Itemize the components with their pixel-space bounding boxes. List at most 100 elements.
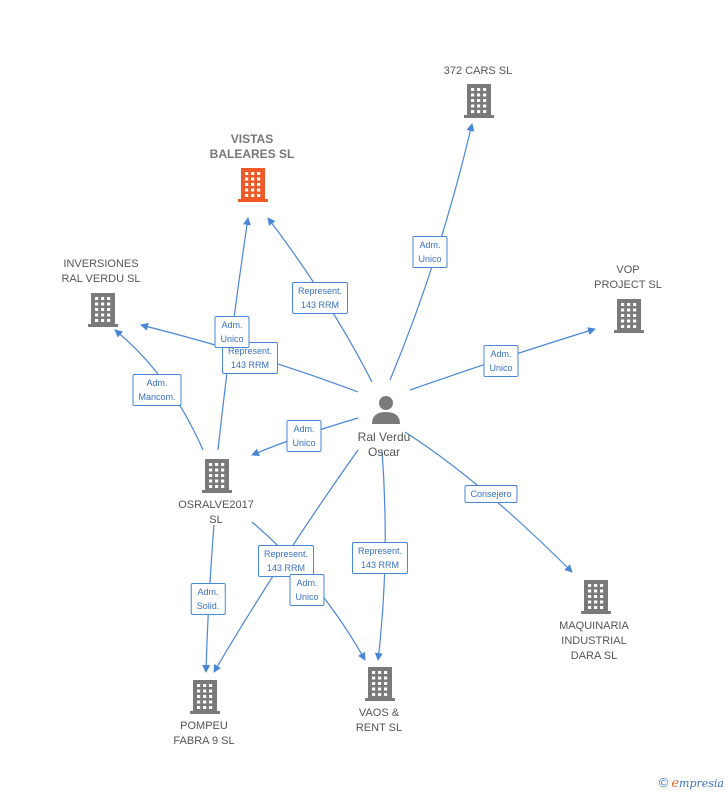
edge-label[interactable]: Adm. Solid. [190, 583, 226, 615]
building-window [483, 110, 487, 113]
edge-label[interactable]: Adm. Unico [289, 574, 325, 606]
building-window [588, 595, 592, 598]
building-window [95, 319, 99, 322]
node-label-line: Oscar [367, 445, 401, 459]
building-window [101, 313, 105, 317]
edge-label[interactable]: Adm. Unico [412, 236, 448, 268]
building-window [107, 313, 111, 317]
building-window [245, 177, 249, 181]
edge-label[interactable]: Adm. Unico [214, 316, 250, 348]
building-window [101, 319, 105, 322]
node-maquinaria[interactable]: MAQUINARIA INDUSTRIAL DARA SL [559, 619, 629, 664]
building-window [95, 313, 99, 317]
copyright-icon: © [658, 775, 669, 790]
building-window [203, 689, 207, 693]
edge-label[interactable]: Adm. Mancom. [132, 374, 182, 406]
node-vop-project[interactable]: VOP PROJECT SL [594, 263, 662, 293]
building-window [95, 302, 99, 306]
building-window [221, 479, 225, 483]
node-label-line: PROJECT SL [594, 279, 662, 291]
building-window [594, 589, 598, 593]
node-osralve[interactable]: OSRALVE2017 SL [178, 498, 254, 528]
building-window [471, 93, 475, 97]
building-window [245, 194, 249, 197]
edge-label-line: Unico [418, 254, 442, 264]
building-window [209, 479, 213, 483]
edge-label-line: Represent. [357, 546, 403, 556]
edge-label-line: Adm. [221, 320, 243, 330]
edge-label-line: Mancom. [138, 392, 176, 402]
building-window [477, 93, 481, 97]
edge-label-line: Consejero [470, 489, 512, 499]
building-window [621, 314, 625, 317]
node-label-line: INVERSIONES [63, 258, 139, 270]
building-window [197, 700, 201, 704]
node-label-line: INDUSTRIAL [561, 635, 627, 647]
building-window [378, 687, 382, 691]
edge-label-line: Unico [292, 438, 316, 448]
building-window [209, 463, 213, 466]
edge-label-line: Unico [489, 363, 513, 373]
edge-label-line: 143 RRM [360, 560, 399, 570]
building-window [471, 104, 475, 108]
brand-footer[interactable]: ©empresia [659, 775, 724, 791]
building-window [215, 468, 219, 472]
building-window [251, 188, 255, 192]
edge-label[interactable]: Represent. 143 RRM [291, 282, 349, 314]
node-inversiones[interactable]: INVERSIONES RAL VERDU SL [61, 257, 140, 287]
edge-label-line: Adm. [490, 349, 512, 359]
building-window [209, 706, 213, 709]
building-window [600, 595, 604, 598]
building-window [483, 104, 487, 108]
node-vaos-rent[interactable]: VAOS & RENT SL [356, 706, 402, 736]
edge-label-line: Unico [220, 334, 244, 344]
edge-label[interactable]: Consejero [464, 485, 518, 503]
node-label-line: RENT SL [355, 722, 403, 734]
building-window [203, 700, 207, 704]
building-window [378, 671, 382, 674]
node-pompeu[interactable]: POMPEU FABRA 9 SL [173, 719, 234, 749]
building-window [600, 589, 604, 593]
building-window [600, 600, 604, 604]
building-window [378, 693, 382, 696]
building-window [209, 700, 213, 704]
building-window [95, 308, 99, 311]
building-window [477, 88, 481, 91]
building-window [215, 485, 219, 488]
building-window [588, 584, 592, 587]
building-window [372, 682, 376, 685]
building-window [633, 308, 637, 312]
building-window [372, 671, 376, 674]
node-372-cars[interactable]: 372 CARS SL [444, 64, 512, 79]
edge-label[interactable]: Adm. Unico [286, 420, 322, 452]
building-window [257, 172, 261, 175]
edge-label[interactable]: Adm. Unico [483, 345, 519, 377]
edge-label[interactable]: Represent. 143 RRM [257, 545, 315, 577]
building-window [600, 584, 604, 587]
node-ral-verdu[interactable]: Ral Verdu Oscar [358, 430, 411, 460]
edge-label-line: Adm. [197, 587, 219, 597]
building-window [245, 188, 249, 192]
building-window [197, 689, 201, 693]
building-window [251, 194, 255, 197]
edge-label[interactable]: Represent. 143 RRM [351, 542, 409, 574]
edge-label-line: Adm. [419, 240, 441, 250]
edge-label-line: 143 RRM [230, 360, 269, 370]
edge-label-line: 143 RRM [300, 300, 339, 310]
building-window [215, 474, 219, 477]
node-label-line: VISTAS [230, 132, 274, 146]
building-window [594, 584, 598, 587]
building-window [107, 319, 111, 322]
building-window [215, 463, 219, 466]
node-label-line: VOP [616, 264, 640, 276]
building-window [471, 99, 475, 102]
edge-label-line: Represent. [227, 346, 273, 356]
node-vistas-baleares[interactable]: VISTAS BALEARES SL [210, 132, 295, 162]
building-window [372, 693, 376, 696]
building-window [378, 676, 382, 680]
building-window [594, 600, 598, 604]
edge-label-line: 143 RRM [266, 563, 305, 573]
building-window [588, 606, 592, 609]
building-window [372, 676, 376, 680]
building-window [600, 606, 604, 609]
